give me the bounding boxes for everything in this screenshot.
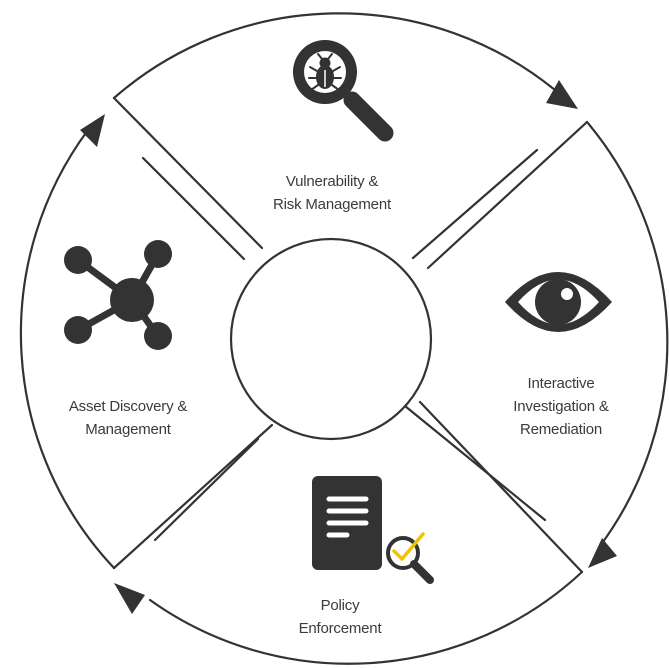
vulnerability-label: Vulnerability & Risk Management <box>257 170 407 216</box>
arrowhead-bottom-right <box>588 538 617 568</box>
network-nodes-icon <box>64 240 172 350</box>
interactive-label-line2: Investigation & <box>513 398 609 415</box>
ring-arc-top <box>112 12 557 100</box>
divider-sw-outer <box>112 423 274 570</box>
interactive-label-line3: Remediation <box>519 421 602 438</box>
interactive-label: Interactive Investigation & Remediation <box>495 372 627 441</box>
bug-magnifier-icon <box>293 40 394 142</box>
arrowhead-top-left <box>80 114 105 147</box>
vulnerability-label-line2: Risk Management <box>273 196 391 213</box>
divider-nw-outer <box>112 96 264 250</box>
divider-se-outer <box>418 400 584 574</box>
policy-label-line2: Enforcement <box>298 620 382 637</box>
arrowhead-bottom-left <box>114 583 145 614</box>
center-circle <box>229 237 433 441</box>
arrowhead-top-right <box>546 80 578 109</box>
asset-label-line2: Management <box>85 421 171 438</box>
ring-arc-left <box>19 128 116 570</box>
ring-arc-right <box>585 120 669 548</box>
policy-label: Policy Enforcement <box>280 594 400 640</box>
asset-label-line1: Asset Discovery & <box>68 398 188 415</box>
divider-nw-inner <box>141 156 246 261</box>
divider-ne-outer <box>426 120 589 270</box>
vulnerability-label-line1: Vulnerability & <box>285 173 379 190</box>
interactive-label-line1: Interactive <box>527 375 595 392</box>
ring-arc-bottom <box>148 570 584 665</box>
eye-icon <box>505 272 612 332</box>
policy-label-line1: Policy <box>320 597 360 614</box>
divider-sw-inner <box>153 437 260 542</box>
divider-se-inner <box>403 404 547 522</box>
divider-ne-inner <box>411 148 539 260</box>
document-check-icon <box>312 476 434 584</box>
asset-label: Asset Discovery & Management <box>48 395 208 441</box>
